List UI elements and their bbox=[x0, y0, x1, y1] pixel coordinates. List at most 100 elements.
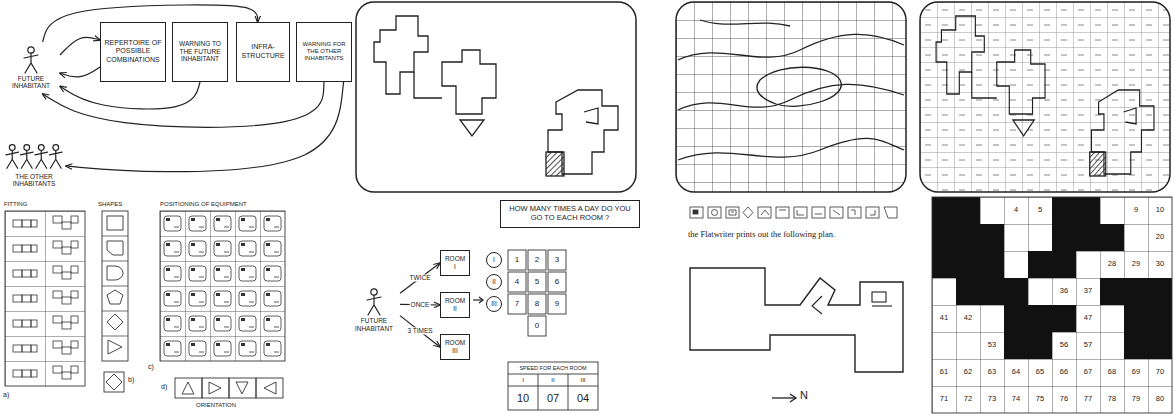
sketch-line bbox=[102, 236, 128, 336]
sketch-line bbox=[107, 290, 123, 304]
sketch-line bbox=[920, 2, 1170, 192]
figure-body bbox=[20, 150, 33, 168]
sketch-line bbox=[932, 251, 1004, 278]
cell-number: 63 bbox=[980, 359, 1004, 386]
sketch-line bbox=[1124, 332, 1172, 359]
room-box: ROOM I bbox=[440, 250, 470, 276]
process-box: REPERTOIRE OF POSSIBLE COMBINATIONS bbox=[100, 22, 166, 82]
sketch-line bbox=[743, 207, 753, 218]
room-box: ROOM II bbox=[440, 292, 470, 318]
node-text: ROOM I bbox=[444, 255, 466, 270]
node-text: THE OTHER INHABITANTS bbox=[5, 173, 63, 188]
table-cell: III bbox=[568, 374, 598, 386]
cell-number: 66 bbox=[1052, 359, 1076, 386]
node-text: ROOM II bbox=[444, 297, 466, 312]
connector-arrow bbox=[66, 82, 344, 172]
node-text: REPERTOIRE OF POSSIBLE COMBINATIONS bbox=[104, 39, 162, 63]
cell-number: 5 bbox=[1028, 197, 1052, 224]
sketch-line bbox=[1004, 305, 1076, 332]
figure-body bbox=[24, 53, 38, 73]
room-circle: I bbox=[486, 252, 502, 268]
keypad-digit: 9 bbox=[548, 294, 566, 314]
node-text: HOW MANY TIMES A DAY DO YOU GO TO EACH R… bbox=[504, 205, 636, 222]
cell-number: 42 bbox=[956, 305, 980, 332]
cell-number: 10 bbox=[1148, 197, 1172, 224]
sketch-line bbox=[690, 268, 903, 372]
sketch-line bbox=[932, 197, 1172, 413]
sketch-line bbox=[209, 382, 221, 394]
plan-sketch bbox=[356, 2, 636, 192]
sketch-line bbox=[508, 250, 526, 270]
figure-head bbox=[53, 145, 59, 151]
sketch-line bbox=[256, 378, 283, 398]
sketch-line bbox=[1028, 251, 1076, 278]
sketch-line bbox=[761, 210, 769, 215]
cell-number: 68 bbox=[1100, 359, 1124, 386]
cell-number: 9 bbox=[1124, 197, 1148, 224]
sketch-line bbox=[920, 2, 1170, 192]
sketch-line bbox=[772, 397, 796, 398]
node-text: III bbox=[491, 300, 496, 307]
panel-heading: SHAPES bbox=[98, 201, 122, 208]
sketch-line bbox=[182, 382, 194, 394]
sketch-line bbox=[932, 197, 1172, 359]
sketch-line bbox=[528, 250, 546, 270]
cell-number: 57 bbox=[1076, 332, 1100, 359]
speed-table bbox=[508, 362, 598, 410]
node-text: ROOM III bbox=[444, 339, 466, 354]
sketch-line bbox=[374, 16, 618, 176]
part-letter: c) bbox=[148, 363, 154, 371]
cell-number: 56 bbox=[1052, 332, 1076, 359]
sketch-line bbox=[1124, 305, 1172, 332]
positioning-grid bbox=[160, 211, 285, 361]
sketch-line bbox=[356, 2, 636, 192]
cell-number: 67 bbox=[1076, 359, 1100, 386]
site-contour-grid bbox=[676, 2, 906, 192]
sketch-line bbox=[708, 207, 721, 218]
cell-number: 20 bbox=[1148, 224, 1172, 251]
figure-drawing bbox=[351, 287, 397, 317]
figure-head bbox=[28, 47, 34, 53]
sketch-line bbox=[528, 294, 546, 314]
panel-heading: ORIENTATION bbox=[196, 402, 236, 409]
keypad-digit: 6 bbox=[548, 272, 566, 292]
sketch-line bbox=[833, 210, 840, 215]
sketch-line bbox=[884, 207, 897, 218]
sketch-line bbox=[936, 16, 1154, 176]
room-circle: III bbox=[486, 296, 502, 312]
cell-number: 75 bbox=[1028, 386, 1052, 413]
sketch-line bbox=[548, 250, 566, 270]
sketch-line bbox=[812, 207, 825, 218]
node-text: FUTURE INHABITANT bbox=[5, 75, 57, 90]
cell-number: 30 bbox=[1148, 251, 1172, 278]
cell-number: 36 bbox=[1052, 278, 1076, 305]
connector-arrow bbox=[400, 316, 440, 347]
sketch-line bbox=[758, 207, 771, 218]
node-text: WARNING TO THE FUTURE INHABITANT bbox=[176, 40, 224, 62]
process-box: WARNING TO THE FUTURE INHABITANT bbox=[172, 22, 228, 82]
sketch-line bbox=[794, 207, 807, 218]
sketch-line bbox=[236, 382, 248, 394]
sketch-line bbox=[797, 210, 804, 215]
sketch-line bbox=[102, 211, 128, 361]
sketch-line bbox=[107, 241, 123, 255]
north-arrow bbox=[772, 394, 796, 402]
fitting-table bbox=[5, 211, 85, 386]
cell-number: 72 bbox=[956, 386, 980, 413]
sketch-line bbox=[508, 294, 526, 314]
cell-number: 61 bbox=[932, 359, 956, 386]
orientation-row bbox=[175, 378, 283, 398]
figure-head bbox=[9, 145, 15, 151]
sketch-line bbox=[508, 272, 526, 292]
keypad-digit: 7 bbox=[508, 294, 526, 314]
compass-letter: N bbox=[800, 389, 808, 401]
cell-number: 73 bbox=[980, 386, 1004, 413]
part-letter: d) bbox=[161, 383, 167, 391]
sketch-line bbox=[790, 394, 796, 402]
sketch-line bbox=[678, 34, 904, 60]
sketch-line bbox=[104, 372, 124, 392]
sketch-line bbox=[5, 211, 45, 386]
cell-number: 79 bbox=[1124, 386, 1148, 413]
figure-head bbox=[24, 145, 30, 151]
